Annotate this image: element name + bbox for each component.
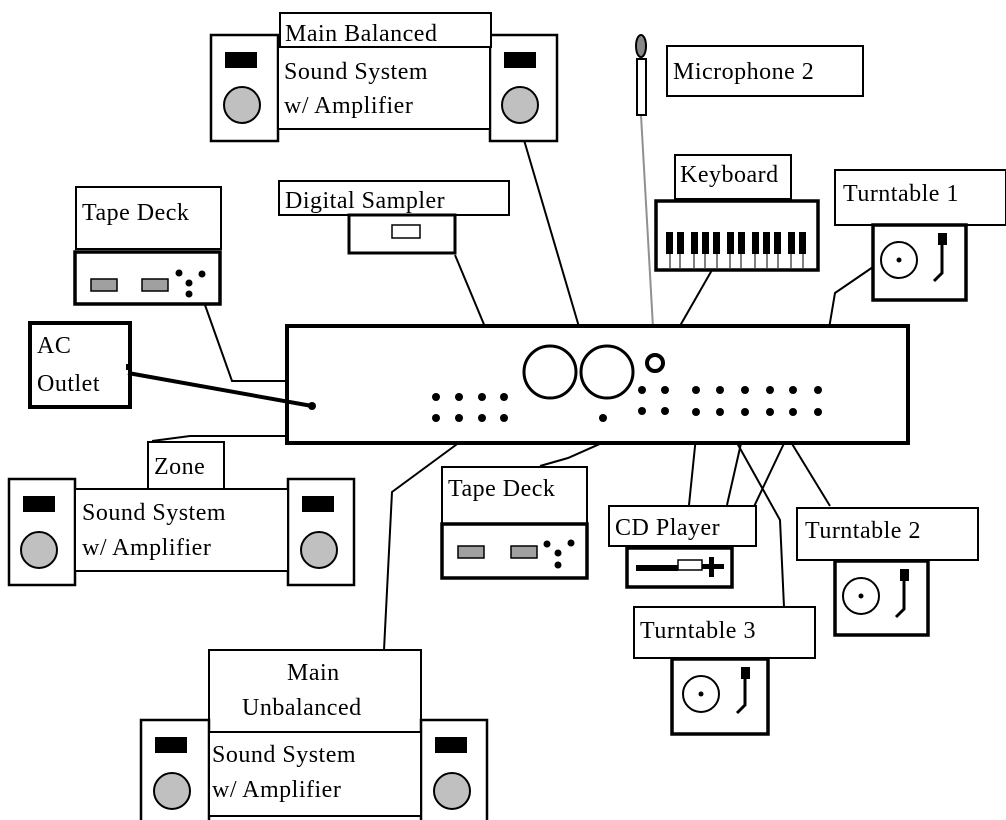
mic-cable: [640, 114, 655, 346]
master-meter-left: [522, 344, 578, 400]
zone-speaker-right: [286, 477, 356, 587]
turntable-1-title-box: [834, 169, 1006, 226]
mic-icon-body: [636, 58, 647, 116]
cd-player: CD Player: [608, 505, 757, 589]
microphone-2: Microphone 2: [635, 34, 864, 116]
zone-system-line2: w/ Amplifier: [82, 535, 211, 561]
turntable-3-title-box: [633, 606, 816, 659]
zone-label: Zone: [154, 454, 205, 480]
master-meter-right: [579, 344, 635, 400]
tape-deck-center-label: Tape Deck: [448, 476, 555, 502]
zone-system: Zone Sound System w/ Amplifier: [7, 441, 356, 587]
tape-deck-left-label: Tape Deck: [82, 200, 189, 226]
turntable-1-body: [871, 223, 968, 302]
keyboard: Keyboard: [654, 154, 820, 272]
zone-title-box: [147, 441, 225, 490]
tape-deck-left-title-box: [75, 186, 222, 250]
turntable-1-tonearm: [932, 245, 944, 283]
main-unbalanced-line4: w/ Amplifier: [212, 777, 341, 803]
main-unbalanced-system: Main Unbalanced Sound System w/ Amplifie…: [139, 649, 489, 820]
main-balanced-system: Main Balanced Sound System w/ Amplifier: [209, 12, 559, 143]
digital-sampler: Digital Sampler: [278, 180, 510, 255]
zone-speaker-left: [7, 477, 77, 587]
ac-outlet: AC Outlet: [28, 321, 313, 409]
turntable-2-label: Turntable 2: [805, 518, 921, 544]
keyboard-title-box: [674, 154, 792, 200]
keyboard-key-dividers: [669, 254, 804, 268]
main-balanced-title-box: [279, 12, 492, 48]
turntable-2-tonearm-base: [900, 569, 909, 581]
mixer: [285, 324, 910, 445]
main-unbalanced-speaker-right: [419, 718, 489, 820]
power-cord: [127, 371, 313, 408]
microphone-2-box: [666, 45, 864, 97]
digital-sampler-slot: [391, 224, 421, 239]
cd-player-title-box: [608, 505, 757, 547]
main-balanced-line2: Sound System: [284, 59, 428, 85]
turntable-3-tonearm: [735, 679, 747, 715]
ac-outlet-label-line1: AC: [37, 333, 71, 359]
digital-sampler-title-box: [278, 180, 510, 216]
power-plug: [126, 364, 132, 370]
main-balanced-cable: [523, 139, 583, 338]
turntable-3: Turntable 3: [633, 606, 816, 736]
main-balanced-label: Main Balanced: [285, 21, 437, 47]
main-unbalanced-line3: Sound System: [212, 742, 356, 768]
digital-sampler-label: Digital Sampler: [285, 188, 445, 214]
tape-deck-center: Tape Deck: [440, 466, 589, 580]
jack-row-bottom: [308, 402, 822, 422]
zone-system-line1: Sound System: [82, 500, 226, 526]
mic-icon-head: [635, 34, 647, 58]
turntable-2-body: [833, 559, 930, 637]
tape-deck-left-body: [73, 250, 222, 306]
main-balanced-line3: w/ Amplifier: [284, 93, 413, 119]
turntable-2-tonearm: [894, 581, 906, 619]
connection-lines: [151, 114, 874, 651]
turntable-3-label: Turntable 3: [640, 618, 756, 644]
main-unbalanced-amp-box: [208, 731, 422, 817]
zone-amp-box: [74, 488, 289, 572]
turntable-1-label: Turntable 1: [843, 181, 959, 207]
turntable-2: Turntable 2: [796, 507, 979, 637]
turntable-3-cable: [721, 415, 785, 608]
speaker-left: [209, 33, 280, 143]
ac-outlet-label-line2: Outlet: [37, 371, 100, 397]
keyboard-keys: [666, 232, 806, 254]
turntable-1-tonearm-base: [938, 233, 947, 245]
main-unbalanced-title-box: [208, 649, 422, 733]
cd-player-label: CD Player: [615, 515, 720, 541]
microphone-2-label: Microphone 2: [673, 59, 814, 85]
main-balanced-amp-box: [277, 46, 491, 130]
keyboard-label: Keyboard: [680, 162, 779, 188]
turntable-3-tonearm-base: [741, 667, 750, 679]
main-unbalanced-cable: [383, 424, 484, 651]
main-unbalanced-speaker-left: [139, 718, 211, 820]
tape-deck-center-title-box: [441, 466, 588, 525]
tape-deck-left: Tape Deck: [73, 186, 222, 306]
main-unbalanced-line2: Unbalanced: [242, 695, 362, 721]
main-unbalanced-line1: Main: [287, 660, 340, 686]
speaker-right: [488, 33, 559, 143]
ac-outlet-box: [28, 321, 132, 409]
turntable-1: Turntable 1: [834, 169, 1006, 302]
jack-row-top: [432, 386, 822, 401]
mic-input-jack: [645, 353, 665, 373]
